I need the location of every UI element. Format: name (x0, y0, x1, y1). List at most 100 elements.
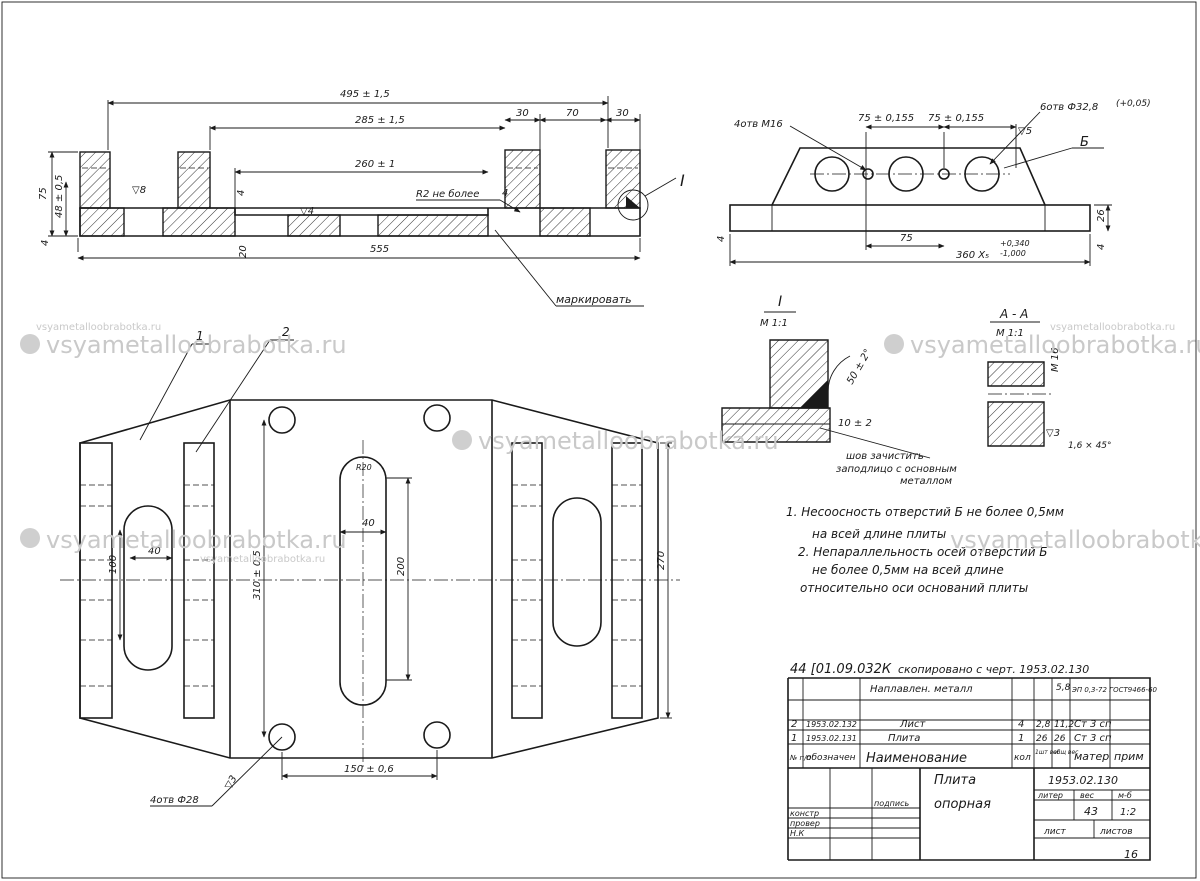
page-number: 16 (1124, 848, 1138, 861)
weld-note-2: заподлицо с основным (836, 464, 957, 475)
rib-plan-2 (183, 442, 215, 719)
part-name-line-2: опорная (934, 797, 991, 812)
watermark-small-text: vsyametalloobrabotka.ru (1050, 322, 1175, 333)
holes-32-label: 6отв Ф32,8 (1040, 102, 1098, 113)
spec-row-1-code: 1953.02.131 (806, 734, 857, 743)
norm-control-label: Н.К (790, 829, 805, 838)
spec-row-2-num: 2 (791, 719, 797, 730)
watermark-text: vsyametalloobrabotka.ru (478, 427, 779, 455)
recess-outline (234, 208, 489, 216)
section-aa-roughness: ▽3 (1046, 428, 1060, 439)
detail-i-title: I (778, 294, 782, 310)
note-2-line-3: относительно оси оснований плиты (800, 581, 1028, 595)
rib-plan-1 (79, 442, 113, 719)
spec-row-2-name: Лист (899, 719, 927, 730)
weld-bead (626, 196, 640, 208)
rib-plan-4 (611, 442, 643, 719)
liter-label: литер (1037, 791, 1063, 800)
rib-4 (605, 149, 641, 209)
dim-360-tol-up: +0,340 (1000, 239, 1030, 248)
position-1: 1 (196, 329, 204, 343)
watermark-mid-left: vsyametalloobrabotka.ru vsyametalloobrab… (20, 526, 347, 565)
weight-label: вес (1080, 791, 1095, 800)
dim-4-rib: 4 (502, 188, 508, 199)
part-name-line-1: Плита (934, 773, 976, 788)
detail-i-weld (800, 380, 828, 408)
section-aa-lower (987, 401, 1045, 447)
watermark-logo-icon (20, 334, 40, 354)
drawing-number: 1953.02.130 (1048, 774, 1118, 787)
dim-270: 270 (656, 551, 667, 570)
slot-left (123, 505, 173, 671)
dim-310: 310 ± 0,5 (252, 550, 263, 600)
signature-label: подпись (874, 799, 909, 808)
plan-roughness-3: ▽3 (223, 774, 240, 792)
dim-495: 495 ± 1,5 (340, 89, 390, 100)
spec-row-2-w1: 2,8 (1036, 720, 1051, 730)
dim-100: 100 (108, 555, 119, 574)
detail-i-base-section (721, 407, 831, 443)
watermark-mid-right: vsyametalloobrabotka.ru (950, 526, 1200, 554)
base-section-right (539, 207, 591, 237)
chamfer-mark: ▽8 (132, 185, 146, 196)
rib-2 (177, 151, 211, 209)
detail-i-circle (617, 189, 649, 221)
rib-3 (504, 149, 541, 209)
detail-i-angle: 50 ± 2° (845, 347, 874, 386)
checker-label: провер (790, 819, 820, 828)
dim-555: 555 (370, 244, 389, 255)
section-aa-scale: М 1:1 (996, 328, 1024, 339)
weld-note-3: металлом (900, 476, 953, 487)
dim-40-center: 40 (362, 518, 375, 529)
head-num: № п/п (789, 754, 811, 762)
sheet-label: лист (1043, 827, 1067, 837)
dim-26: 26 (1096, 209, 1107, 222)
radius-20: R20 (356, 463, 372, 472)
spec-row-2-w2: 11,2 (1054, 720, 1074, 730)
watermark-text: vsyametalloobrabotka.ru (46, 331, 347, 359)
dim-20: 20 (238, 245, 249, 258)
roughness-mark: ▽4 (300, 206, 314, 217)
watermark-text: vsyametalloobrabotka.ru (950, 526, 1200, 554)
spec-row-1-name: Плита (888, 733, 920, 744)
watermark-small-text: vsyametalloobrabotka.ru (200, 554, 325, 565)
dim-360: 360 X₅ (956, 250, 989, 261)
dim-75-b: 75 ± 0,155 (928, 113, 984, 124)
dim-4-left: 4 (40, 240, 51, 246)
note-1-line-2: на всей длине плиты (812, 527, 946, 541)
note-2-line-2: не более 0,5мм на всей длине (812, 563, 1004, 577)
dim-4-side-left: 4 (716, 236, 727, 242)
section-aa-chamfer: 1,6 × 45° (1068, 441, 1112, 451)
dim-150: 150 ± 0,6 (344, 764, 394, 775)
weld-weight: 5,8 (1056, 683, 1071, 693)
base-section-mid-left (162, 207, 236, 237)
dim-48: 48 ± 0,5 (54, 175, 65, 218)
scale-value: 1:2 (1120, 807, 1136, 818)
watermark-top-left: vsyametalloobrabotka.ru vsyametalloobrab… (20, 322, 347, 359)
watermark-top-right: vsyametalloobrabotka.ru vsyametalloobrab… (884, 322, 1200, 359)
side-trapezoid (771, 147, 1046, 206)
dim-75-height: 75 (38, 187, 49, 200)
head-name: Наименование (866, 751, 967, 766)
radius-note: R2 не более (416, 188, 479, 200)
roughness-5: ▽5 (1018, 126, 1032, 137)
position-2: 2 (282, 325, 290, 339)
spec-row-1-num: 1 (791, 733, 797, 744)
title-block: 44 [01.09.032К скопировано с черт. 1953.… (787, 662, 1158, 861)
mount-hole-3 (268, 723, 296, 751)
watermark-logo-icon (884, 334, 904, 354)
spec-row-2-code: 1953.02.132 (806, 720, 857, 729)
dim-30a: 30 (516, 108, 529, 119)
section-a-a: А - А М 1:1 М 16 ▽3 1,6 × 45° (987, 307, 1112, 451)
mount-hole-4 (423, 721, 451, 749)
head-note: прим (1114, 750, 1144, 763)
dim-75-a: 75 ± 0,155 (858, 113, 914, 124)
dim-4-recess: 4 (236, 190, 247, 196)
designer-label: констр (790, 809, 819, 818)
holes-32-tolerance: (+0,05) (1116, 99, 1151, 109)
section-aa-upper (987, 361, 1045, 387)
dim-40-left: 40 (148, 546, 161, 557)
spec-row-1-w2: 26 (1054, 734, 1066, 744)
